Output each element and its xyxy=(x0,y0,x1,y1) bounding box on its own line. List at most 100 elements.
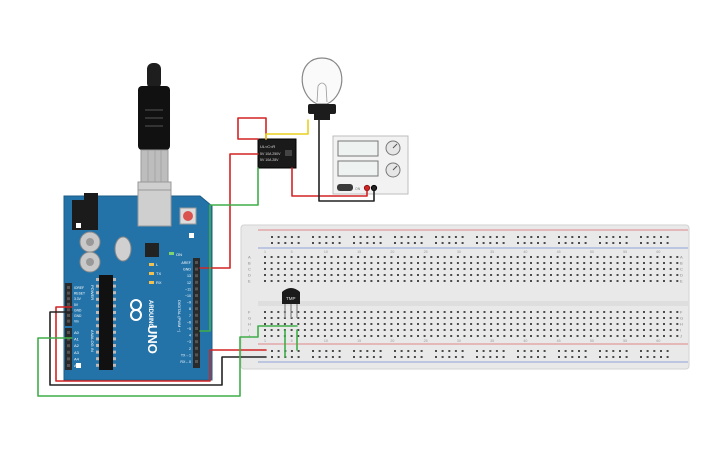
arduino-uno-board[interactable]: L TX RX ON ARDUINO UNO POWER ANALOG IN D… xyxy=(63,189,213,381)
arduino-model: UNO xyxy=(145,325,160,354)
header-pin[interactable] xyxy=(195,346,198,350)
led-label-l: L xyxy=(156,262,159,267)
header-pin[interactable] xyxy=(67,337,70,341)
row-letter: J xyxy=(248,334,250,339)
wire-red-relay-to-bulb[interactable] xyxy=(237,117,267,140)
column-number: 15 xyxy=(357,250,361,254)
reset-button[interactable] xyxy=(179,207,197,225)
row-letter: C xyxy=(248,267,251,272)
header-pin[interactable] xyxy=(195,353,198,357)
column-number: 55 xyxy=(623,250,627,254)
column-number: 10 xyxy=(324,250,328,254)
pin-label: 7 xyxy=(189,314,191,318)
relay-module[interactable]: UL≈C≈R 5V 10A 250V 5V 10A 28V xyxy=(257,138,297,169)
header-pin[interactable] xyxy=(67,297,70,301)
negative-terminal[interactable] xyxy=(370,184,378,192)
header-pin[interactable] xyxy=(195,274,198,278)
pin-label: ~3 xyxy=(187,340,191,344)
current-display xyxy=(337,160,379,177)
header-pin[interactable] xyxy=(67,314,70,317)
wire-red-5v-to-breadboard[interactable] xyxy=(55,306,267,382)
power-switch[interactable]: ON xyxy=(337,184,361,191)
wire-green-pin9-to-relay[interactable] xyxy=(199,167,259,332)
header-pin[interactable] xyxy=(67,344,70,348)
status-leds: L TX RX ON xyxy=(149,252,182,285)
wire-red-relay-to-supply[interactable] xyxy=(291,167,368,197)
temperature-sensor[interactable]: TMP xyxy=(282,288,300,318)
voltage-knob[interactable] xyxy=(385,140,401,156)
header-pin[interactable] xyxy=(195,333,198,337)
header-pin[interactable] xyxy=(195,267,198,271)
pin-label: RESET xyxy=(74,292,85,296)
pin-label: 5V xyxy=(74,303,79,307)
row-letter: G xyxy=(248,316,251,321)
infinity-logo-icon xyxy=(130,299,142,321)
led-label-tx: TX xyxy=(156,271,161,276)
pin-label: A4 xyxy=(74,356,80,361)
wire-green-a0-to-sensor[interactable] xyxy=(37,325,298,397)
pin-label: 8 xyxy=(189,307,191,311)
header-pin[interactable] xyxy=(195,280,198,284)
header-pin[interactable] xyxy=(195,327,198,330)
header-pin[interactable] xyxy=(195,307,198,311)
header-pin[interactable] xyxy=(67,364,70,367)
header-pin[interactable] xyxy=(195,294,198,297)
header-pin[interactable] xyxy=(67,291,70,295)
header-pin[interactable] xyxy=(67,319,70,323)
column-number: 30 xyxy=(457,250,461,254)
row-letter: D xyxy=(680,273,683,278)
header-pin[interactable] xyxy=(67,286,70,289)
pin-label: A2 xyxy=(74,343,80,348)
relay-label-line3: 5V 10A 28V xyxy=(260,158,279,162)
pin-label: TX→1 xyxy=(181,353,191,357)
header-pin[interactable] xyxy=(67,302,70,306)
header-pin[interactable] xyxy=(67,331,70,334)
pin-label: ~6 xyxy=(187,320,191,324)
positive-terminal[interactable] xyxy=(363,184,371,192)
column-number: 25 xyxy=(424,250,428,254)
row-letter: A xyxy=(680,255,683,260)
header-pin[interactable] xyxy=(195,287,198,291)
column-number: 45 xyxy=(557,339,561,343)
header-pin[interactable] xyxy=(195,261,198,264)
column-number: 35 xyxy=(490,250,494,254)
header-pin[interactable] xyxy=(195,320,198,324)
light-bulb[interactable] xyxy=(301,57,343,120)
row-letter: H xyxy=(680,322,683,327)
breadboard-holes[interactable] xyxy=(264,236,679,358)
column-number: 50 xyxy=(590,250,594,254)
header-pin[interactable] xyxy=(195,360,198,363)
column-number: 30 xyxy=(457,339,461,343)
pin-label: ~11 xyxy=(185,287,191,291)
wire-yellow-relay-to-bulb[interactable] xyxy=(265,119,309,140)
column-number: 40 xyxy=(523,250,527,254)
header-pin[interactable] xyxy=(67,350,70,354)
row-letter: B xyxy=(248,261,251,266)
column-number: 5 xyxy=(291,250,293,254)
column-number: 35 xyxy=(490,339,494,343)
column-number: 60 xyxy=(656,250,660,254)
row-letter: B xyxy=(680,261,683,266)
header-pin[interactable] xyxy=(195,300,198,304)
wire-red-gnd-to-relay[interactable] xyxy=(199,153,259,269)
wire-black-supply-to-bulb[interactable] xyxy=(318,119,375,202)
current-knob[interactable] xyxy=(385,162,401,178)
header-pin[interactable] xyxy=(67,357,70,361)
column-number: 5 xyxy=(291,339,293,343)
header-pin[interactable] xyxy=(195,313,198,317)
power-supply[interactable]: ON xyxy=(332,135,409,195)
header-pin[interactable] xyxy=(195,340,198,344)
power-switch-label: ON xyxy=(355,187,361,191)
header-pin[interactable] xyxy=(67,308,70,312)
pin-label: 13 xyxy=(187,274,191,278)
regulator-chip xyxy=(145,243,159,257)
pin-label: ~10 xyxy=(185,294,191,298)
voltage-display xyxy=(337,140,379,157)
pin-label: GND xyxy=(74,308,82,312)
wire-black-gnd-to-breadboard[interactable] xyxy=(49,311,267,386)
